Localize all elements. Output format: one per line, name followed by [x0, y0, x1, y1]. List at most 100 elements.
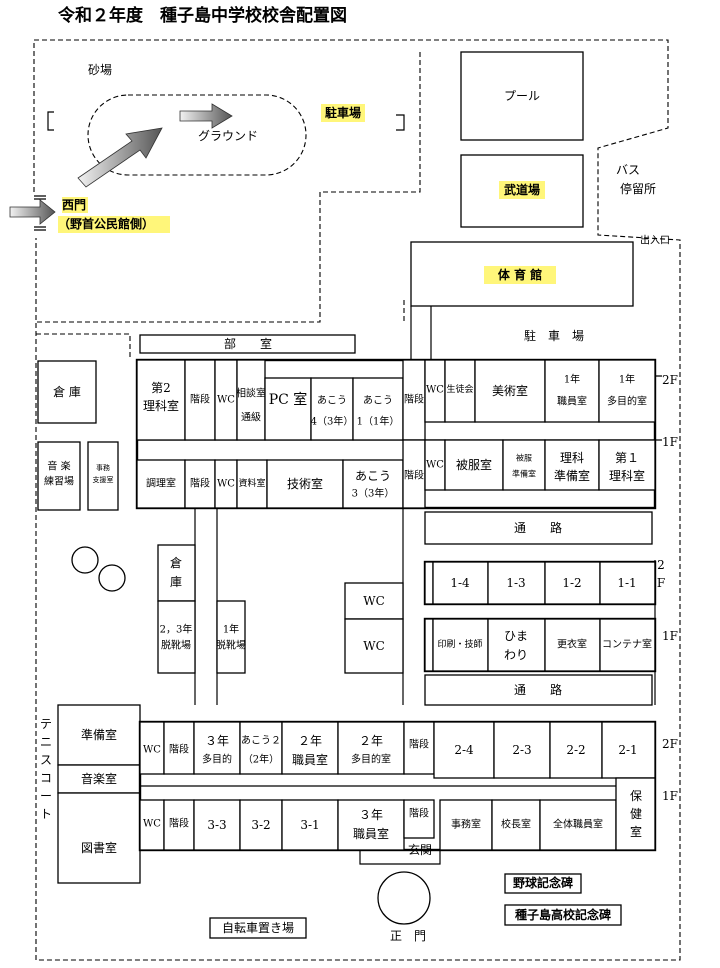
room-label: 2-3 — [512, 743, 531, 757]
club-room — [139, 334, 356, 354]
ground-area — [36, 52, 421, 323]
room-label: 1年 — [564, 373, 580, 386]
room-label: 階段 — [169, 743, 189, 756]
room-jimu — [439, 799, 493, 851]
room-label: 音楽室 — [81, 771, 117, 786]
floor-2: 2 — [657, 558, 665, 572]
room-label: 階段 — [404, 469, 424, 482]
campus-boundary — [33, 39, 681, 961]
room-container — [599, 618, 656, 672]
room-label: 全体職員室 — [553, 818, 603, 831]
room-akou4 — [310, 377, 354, 441]
room-1nen-shokuin — [544, 359, 600, 423]
music-practice-label-2: 練習場 — [44, 475, 74, 488]
floor-2f: 2F — [662, 737, 678, 751]
room-label: あこう２ — [241, 735, 281, 747]
room-label: ２年 — [298, 734, 322, 748]
room-label: 通級 — [241, 411, 261, 424]
room-2nen-shokuin — [281, 721, 339, 775]
main-gate-label: 正 門 — [390, 929, 426, 943]
bus-label-1: バス — [616, 163, 640, 177]
room-label: 3（3年） — [352, 487, 395, 500]
souko-center-label-1: 倉 — [170, 555, 182, 570]
shoe-23-label-1: 2，3年 — [160, 623, 193, 636]
room-label: 職員室 — [353, 826, 389, 841]
floor-1f: 1F — [662, 629, 678, 643]
room-label: 4（3年） — [311, 415, 354, 428]
west-gate-arrow-icon — [9, 199, 56, 225]
room-label: 1-3 — [506, 576, 525, 590]
room-label: 3-2 — [251, 818, 270, 832]
north-1f-row: 調理室 階段 WC 資料室 技術室 あこう 3（3年） 階段 WC 被服室 被服… — [136, 439, 656, 509]
room-kouchou — [491, 799, 541, 851]
pool-label: プール — [504, 89, 540, 103]
room-label: WC — [143, 819, 161, 830]
shoe-area-1 — [216, 600, 246, 674]
room-stairs — [403, 799, 435, 839]
room-label: 3-1 — [300, 818, 319, 832]
souko-center-label-2: 庫 — [170, 575, 182, 589]
arrow-icon — [179, 103, 233, 129]
class-3-3 — [193, 799, 241, 851]
parking-mid-label: 駐 車 場 — [524, 328, 584, 343]
ground-label: グラウンド — [198, 129, 258, 143]
room-dai1-rika — [598, 439, 656, 491]
room-label: 1-2 — [562, 576, 581, 590]
class-1-4 — [432, 561, 489, 605]
north-2f-row: 第2 理科室 階段 WC 相談室 通級 PC 室 あこう 4（3年） あこう 1… — [136, 359, 656, 441]
corridor-label: 通 路 — [514, 682, 562, 697]
arrow-icon — [77, 127, 163, 188]
svg-text:コ: コ — [40, 771, 52, 785]
corridor-strip — [424, 561, 434, 605]
shoe-1-label-2: 脱靴場 — [216, 639, 246, 652]
parking-label: 駐車場 — [325, 105, 361, 120]
class-2-2 — [549, 721, 603, 779]
room-label: WC — [217, 395, 235, 406]
room-label: ３年 — [205, 734, 229, 748]
room-label: 更衣室 — [557, 638, 587, 651]
music-practice-label-1: 音 楽 — [47, 460, 70, 473]
office-support-label-2: 支援室 — [93, 475, 114, 484]
room-label: 理科室 — [143, 398, 179, 413]
room-label: ひま — [504, 629, 528, 643]
svg-text:ー: ー — [40, 789, 52, 803]
inner-dash — [36, 333, 131, 358]
room-label: 階段 — [169, 817, 189, 830]
page-title: 令和２年度 種子島中学校校舎配置図 — [58, 5, 347, 26]
room-label: 2-2 — [566, 743, 585, 757]
shoe-1-label-1: 1年 — [223, 623, 239, 636]
room-ongaku — [57, 764, 141, 794]
svg-text:ニ: ニ — [40, 735, 52, 749]
corridor — [424, 511, 653, 545]
highschool-monument — [504, 904, 622, 926]
room-label: 印刷・技師 — [437, 638, 482, 650]
room-label: 理科 — [560, 451, 584, 465]
room-label: 階段 — [409, 807, 429, 820]
room-himawari — [487, 618, 546, 672]
center-corridor — [194, 508, 218, 705]
room-junbi — [57, 704, 141, 766]
bike-parking — [209, 917, 307, 939]
room-stairs — [163, 799, 195, 851]
room-label: 階段 — [404, 393, 424, 406]
class-1-2 — [544, 561, 601, 605]
room-label: 室 — [630, 824, 642, 839]
entrance-outline — [359, 850, 441, 865]
baseball-monument-label: 野球記念碑 — [513, 875, 573, 890]
room-toshokan — [57, 792, 141, 884]
svg-text:ト: ト — [40, 807, 52, 821]
room-label: コンテナ室 — [602, 638, 652, 651]
svg-text:ス: ス — [40, 753, 52, 767]
floor-f: F — [657, 576, 665, 590]
room-label: 理科室 — [609, 468, 645, 483]
room-label: 職員室 — [292, 752, 328, 767]
room-label: わり — [504, 648, 528, 662]
bike-parking-label: 自転車置き場 — [222, 921, 294, 935]
shoe-area-23 — [157, 600, 196, 674]
bus-label-2: 停留所 — [620, 181, 656, 196]
west-gate-sub-highlight — [58, 216, 170, 233]
svg-text:テ: テ — [40, 717, 52, 731]
room-label: WC — [143, 745, 161, 756]
room-zentai-shokuin — [539, 799, 617, 851]
room-label: 被服 — [516, 453, 532, 463]
